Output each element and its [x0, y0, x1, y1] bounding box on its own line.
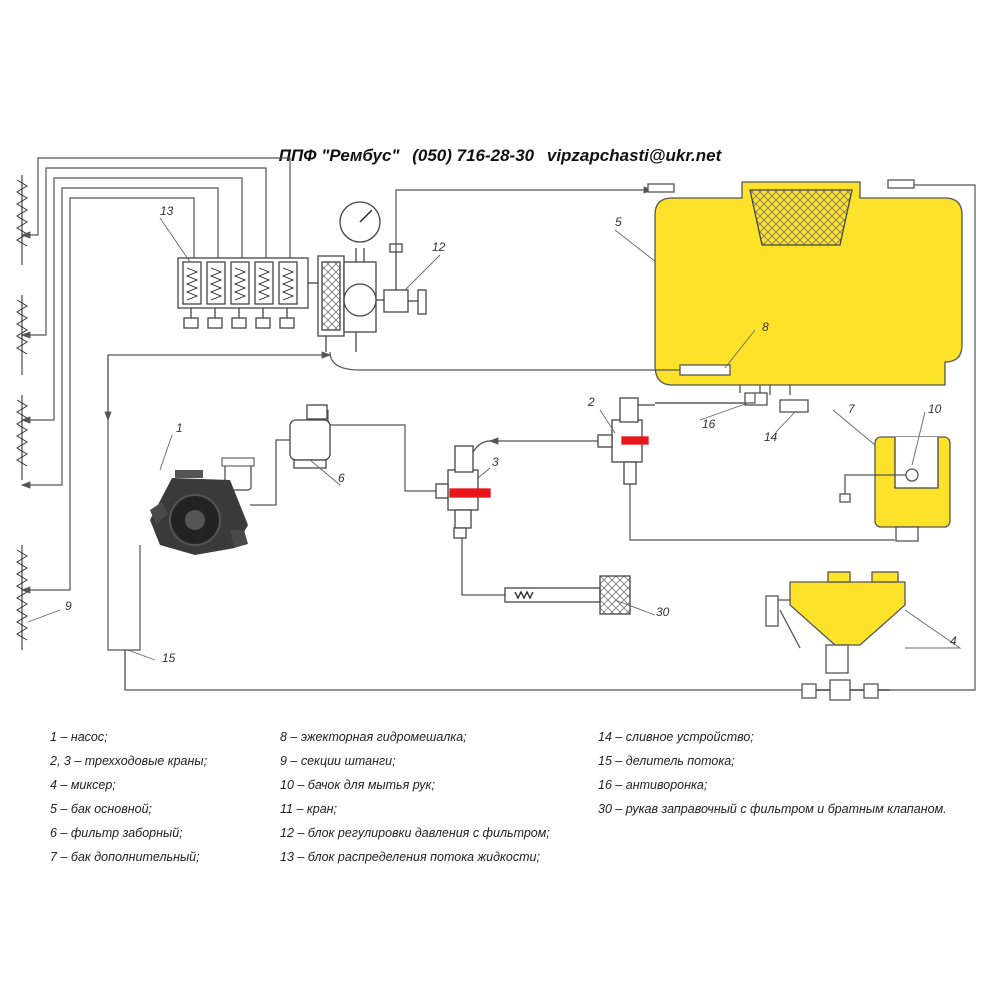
callout-labels: 1 2 3 4 5 6 7 8 9 10 12 13 14 15 16 30: [65, 204, 957, 665]
callout-leaders: [27, 217, 962, 661]
callout-12: 12: [432, 240, 446, 254]
three-way-valve-2: [597, 397, 655, 485]
legend-item: 6 – фильтр заборный;: [50, 826, 183, 840]
legend-column-2: 8 – эжекторная гидромешалка; 9 – секции …: [280, 725, 550, 869]
ejector-supply-line: [329, 351, 680, 371]
email-address: vipzapchasti@ukr.net: [546, 146, 722, 165]
valve3-to-filter-line: [327, 410, 436, 492]
pressure-regulation-block: [317, 201, 427, 352]
callout-14: 14: [764, 430, 778, 444]
tank-bottom-fittings: [655, 392, 809, 413]
legend-column-3: 14 – сливное устройство; 15 – делитель п…: [598, 725, 947, 821]
legend-item: 8 – эжекторная гидромешалка;: [280, 730, 467, 744]
valve2-to-aux-tank-line: [629, 484, 895, 541]
callout-13: 13: [160, 204, 174, 218]
phone-number: (050) 716-28-30: [412, 146, 535, 165]
callout-16: 16: [702, 417, 716, 431]
callout-2: 2: [587, 395, 595, 409]
legend-item: 7 – бак дополнительный;: [50, 850, 200, 864]
header-contact: ППФ "Рембус" (050) 716-28-30 vipzapchast…: [0, 146, 1000, 166]
legend-item: 12 – блок регулировки давления с фильтро…: [280, 826, 550, 840]
callout-4: 4: [950, 634, 957, 648]
boom-supply-lines: [20, 157, 291, 594]
tap-icon: [905, 468, 919, 482]
boom-sections: [16, 175, 28, 650]
callout-1: 1: [176, 421, 183, 435]
company-name: ППФ "Рембус": [278, 146, 400, 165]
callout-3: 3: [492, 455, 499, 469]
callout-7: 7: [848, 402, 856, 416]
legend-item: 5 – бак основной;: [50, 802, 153, 816]
legend-item: 13 – блок распределения потока жидкости;: [280, 850, 540, 864]
flow-divider-lines: [104, 351, 332, 690]
legend-item: 15 – делитель потока;: [598, 754, 735, 768]
additional-tank: [839, 436, 951, 542]
callout-6: 6: [338, 471, 345, 485]
callout-10: 10: [928, 402, 942, 416]
pump: [150, 457, 255, 555]
callout-5: 5: [615, 215, 622, 229]
legend-item: 14 – сливное устройство;: [598, 730, 754, 744]
legend-item: 16 – антиворонка;: [598, 778, 708, 792]
suction-filter: [250, 404, 331, 506]
callout-8: 8: [762, 320, 769, 334]
main-tank: [647, 179, 963, 395]
legend-item: 2, 3 – трехходовые краны;: [50, 754, 208, 768]
distribution-block: [177, 257, 318, 329]
callout-30: 30: [656, 605, 670, 619]
callout-9: 9: [65, 599, 72, 613]
ejector-agitator: [679, 364, 731, 376]
legend-item: 1 – насос;: [50, 730, 108, 744]
legend-item: 4 – миксер;: [50, 778, 116, 792]
filling-hose: [461, 538, 631, 615]
legend-column-1: 1 – насос; 2, 3 – трехходовые краны; 4 –…: [50, 725, 207, 869]
legend-item: 30 – рукав заправочный с фильтром и брат…: [598, 802, 947, 816]
three-way-valve-3: [435, 440, 491, 539]
callout-15: 15: [162, 651, 176, 665]
mixer: [765, 571, 906, 701]
legend-item: 11 – кран;: [280, 802, 338, 816]
legend-item: 9 – секции штанги;: [280, 754, 396, 768]
legend-item: 10 – бачок для мытья рук;: [280, 778, 435, 792]
